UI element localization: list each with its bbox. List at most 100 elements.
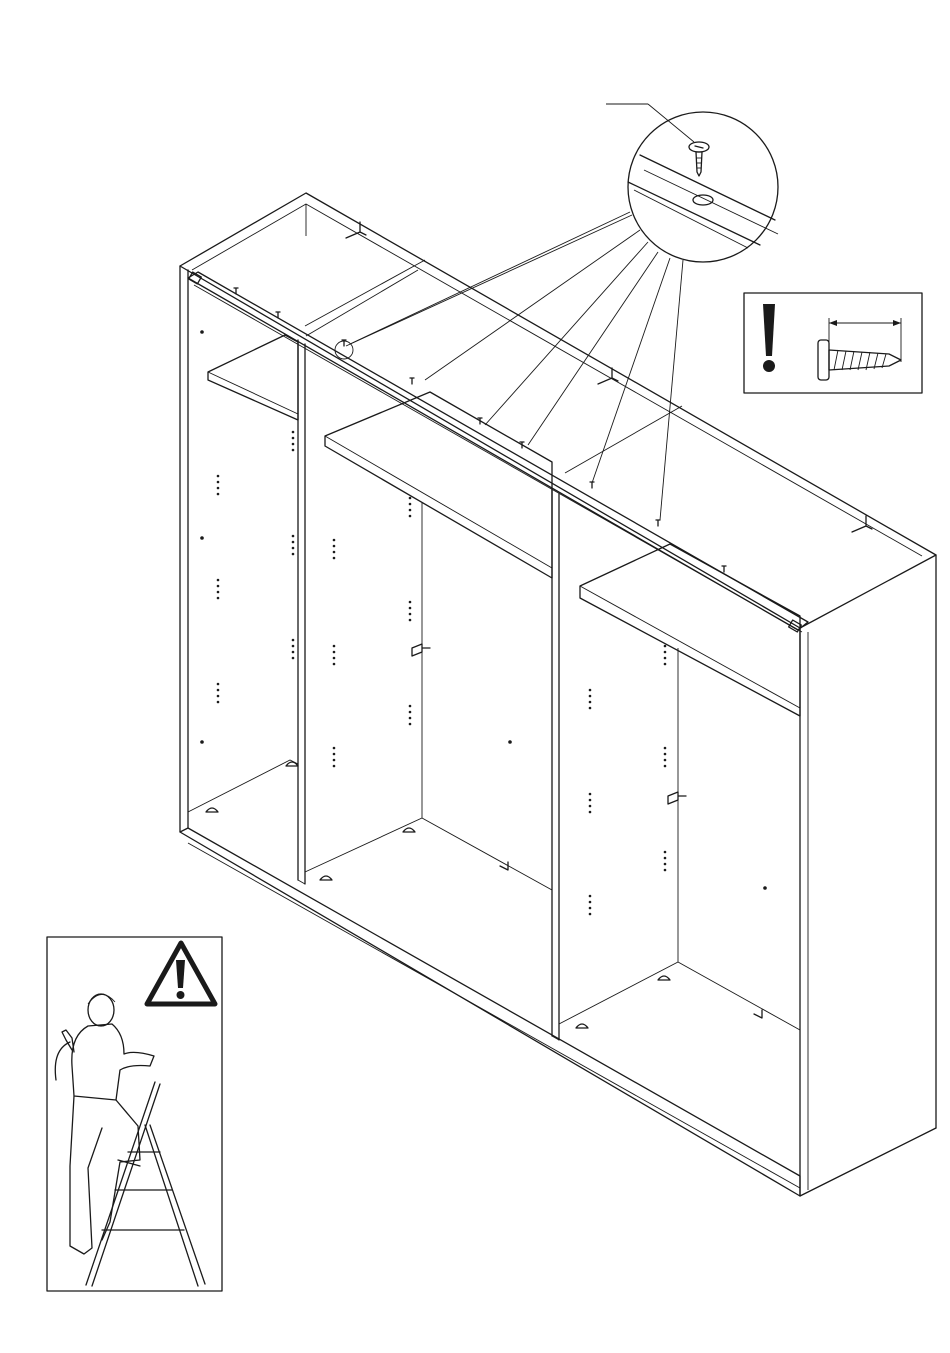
pin-hole	[664, 851, 667, 854]
pin-hole	[664, 657, 667, 660]
shelf-middle	[325, 392, 552, 578]
pin-hole	[664, 765, 667, 768]
pin-hole	[333, 765, 336, 768]
exclamation-icon	[763, 304, 775, 372]
warning-triangle-icon	[147, 943, 215, 1004]
pin-hole	[333, 753, 336, 756]
pin-hole	[333, 657, 336, 660]
pin-hole	[217, 683, 220, 686]
pin-hole	[409, 503, 412, 506]
person-on-stepladder-icon	[55, 994, 205, 1286]
divider-panel-left	[298, 340, 305, 884]
pin-hole	[333, 759, 336, 762]
pin-hole	[589, 907, 592, 910]
single-hole	[200, 330, 204, 334]
pin-hole	[409, 613, 412, 616]
pin-hole	[292, 437, 295, 440]
pin-hole	[292, 547, 295, 550]
divider-panel-right	[552, 490, 559, 1040]
pin-hole	[292, 443, 295, 446]
rail-bracket-middle	[412, 644, 430, 656]
pin-hole	[664, 863, 667, 866]
pin-hole	[589, 895, 592, 898]
pin-hole	[292, 541, 295, 544]
pin-hole	[409, 705, 412, 708]
pin-hole	[333, 747, 336, 750]
detail-screw-icon	[689, 142, 709, 176]
pin-hole	[292, 639, 295, 642]
pin-hole	[409, 607, 412, 610]
single-hole	[763, 886, 767, 890]
single-hole	[508, 740, 512, 744]
pin-hole	[589, 805, 592, 808]
pin-hole	[292, 657, 295, 660]
pin-hole	[589, 701, 592, 704]
pin-hole	[217, 475, 220, 478]
pin-hole	[589, 913, 592, 916]
screw-detail-callout	[335, 104, 778, 520]
single-hole	[200, 740, 204, 744]
safety-stepladder-box	[47, 937, 222, 1291]
pin-hole	[589, 811, 592, 814]
pin-hole	[589, 901, 592, 904]
rail-screw	[722, 566, 726, 572]
single-hole	[200, 536, 204, 540]
bottom-front-rail	[180, 828, 800, 1196]
pin-hole	[589, 695, 592, 698]
shelf-pin-holes	[200, 330, 767, 915]
pin-hole	[409, 717, 412, 720]
screw-length-icon	[818, 318, 901, 380]
pin-hole	[217, 591, 220, 594]
rail-screws	[234, 288, 726, 572]
pin-hole	[589, 793, 592, 796]
pin-hole	[217, 597, 220, 600]
pin-hole	[589, 689, 592, 692]
pin-hole	[217, 695, 220, 698]
pin-hole	[409, 601, 412, 604]
pin-hole	[664, 747, 667, 750]
pin-hole	[217, 493, 220, 496]
pin-hole	[333, 645, 336, 648]
pin-hole	[333, 545, 336, 548]
pin-hole	[664, 869, 667, 872]
pin-hole	[333, 551, 336, 554]
pin-hole	[217, 689, 220, 692]
pin-hole	[664, 663, 667, 666]
pin-hole	[333, 651, 336, 654]
screw-spec-box	[744, 293, 922, 393]
pin-hole	[409, 509, 412, 512]
pin-hole	[409, 711, 412, 714]
pin-hole	[217, 701, 220, 704]
pin-hole	[409, 497, 412, 500]
bottom-connectors	[206, 762, 762, 1028]
pin-hole	[292, 431, 295, 434]
pin-hole	[292, 535, 295, 538]
pin-hole	[217, 579, 220, 582]
rail-screw	[656, 520, 660, 526]
pin-hole	[664, 759, 667, 762]
pin-hole	[664, 753, 667, 756]
pin-hole	[589, 799, 592, 802]
pin-hole	[217, 487, 220, 490]
pin-hole	[409, 723, 412, 726]
shelf-right	[580, 544, 800, 716]
pin-hole	[589, 707, 592, 710]
pin-hole	[333, 557, 336, 560]
pin-hole	[217, 481, 220, 484]
pin-hole	[292, 651, 295, 654]
rail-screw	[410, 378, 414, 384]
pin-hole	[292, 645, 295, 648]
rail-bracket-right	[668, 792, 686, 804]
pin-hole	[409, 619, 412, 622]
pin-hole	[333, 663, 336, 666]
shelf-left	[208, 335, 298, 420]
pin-hole	[217, 585, 220, 588]
pin-hole	[409, 515, 412, 518]
pin-hole	[664, 645, 667, 648]
pin-hole	[664, 651, 667, 654]
pin-hole	[664, 857, 667, 860]
callout-pointer-lines	[346, 212, 683, 520]
pin-hole	[333, 539, 336, 542]
pin-hole	[292, 449, 295, 452]
